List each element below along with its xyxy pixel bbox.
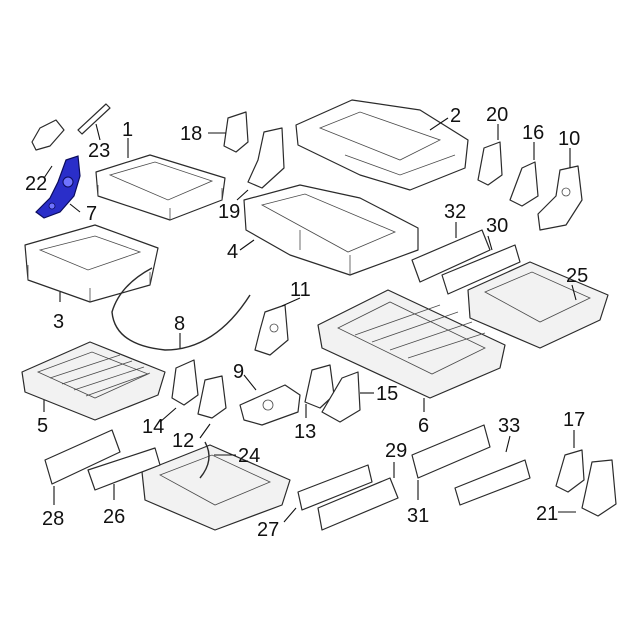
callout-26: 26 [103,506,125,528]
part-27-side-panel[interactable] [297,464,373,511]
part-28-side-shield[interactable] [44,429,121,485]
callout-28: 28 [42,508,64,530]
callout-11: 11 [290,279,311,301]
callout-2: 2 [450,105,461,127]
part-19-bracket[interactable] [247,127,285,189]
part-3-seat-cushion[interactable] [24,224,159,303]
callout-12: 12 [172,430,194,452]
callout-21: 21 [536,503,558,525]
part-10-hinge-bracket[interactable] [537,165,583,231]
callout-4: 4 [227,241,238,263]
callout-15: 15 [376,383,398,405]
callout-25: 25 [566,265,588,287]
leader-lines [43,117,577,523]
part-20-trim-piece[interactable] [477,141,503,186]
callout-10: 10 [558,128,580,150]
callout-labels: 1 2 3 4 5 6 7 8 9 10 11 12 13 14 15 16 1… [25,104,588,541]
part-21-trim-piece[interactable] [581,459,617,517]
callout-9: 9 [233,361,244,383]
callout-3: 3 [53,311,64,333]
part-25-frame-track[interactable] [467,261,609,349]
part-2-seat-back[interactable] [295,99,469,191]
callout-17: 17 [563,409,585,431]
callout-8: 8 [174,313,185,335]
part-13-side-cover[interactable] [304,364,335,409]
part-5-seat-frame[interactable] [21,341,166,421]
callout-14: 14 [142,416,164,438]
part-16-trim-cover[interactable] [509,161,539,207]
part-4-seat-cushion[interactable] [243,184,419,276]
callout-20: 20 [486,104,508,126]
part-31-side-shield[interactable] [411,424,491,479]
callout-13: 13 [294,421,316,443]
part-14-side-cover[interactable] [171,359,199,406]
callout-1: 1 [122,119,133,141]
part-8-cable[interactable] [111,267,251,351]
callout-18: 18 [180,123,202,145]
callout-24: 24 [238,445,260,467]
part-26-side-panel[interactable] [87,447,161,491]
callout-16: 16 [522,122,544,144]
part-1-seat-cushion[interactable] [95,154,226,221]
callout-30: 30 [486,215,508,237]
part-23-rod[interactable] [77,103,111,135]
part-18-small-cover[interactable] [223,111,249,153]
callout-6: 6 [418,415,429,437]
part-33-side-panel[interactable] [454,459,531,506]
part-12-side-cover[interactable] [197,375,227,419]
part-15-trim-cover[interactable] [321,371,361,423]
callout-5: 5 [37,415,48,437]
callout-23: 23 [88,140,110,162]
part-30-side-shield[interactable] [441,244,521,295]
callout-7: 7 [86,203,97,225]
callout-33: 33 [498,415,520,437]
part-29-side-shield[interactable] [317,477,399,531]
callout-22: 22 [25,173,47,195]
part-7-recliner-bracket[interactable] [35,155,81,219]
part-22-small-bracket[interactable] [31,119,65,151]
part-6-seat-frame[interactable] [317,289,506,399]
callout-32: 32 [444,201,466,223]
part-11-hinge-bracket[interactable] [254,304,289,356]
part-17-trim-cover[interactable] [555,449,585,493]
part-32-side-shield[interactable] [411,229,491,283]
callout-31: 31 [407,505,429,527]
callout-29: 29 [385,440,407,462]
part-9-bracket[interactable] [239,384,301,426]
part-24-frame-track[interactable] [141,441,291,531]
callout-19: 19 [218,201,240,223]
callout-27: 27 [257,519,279,541]
